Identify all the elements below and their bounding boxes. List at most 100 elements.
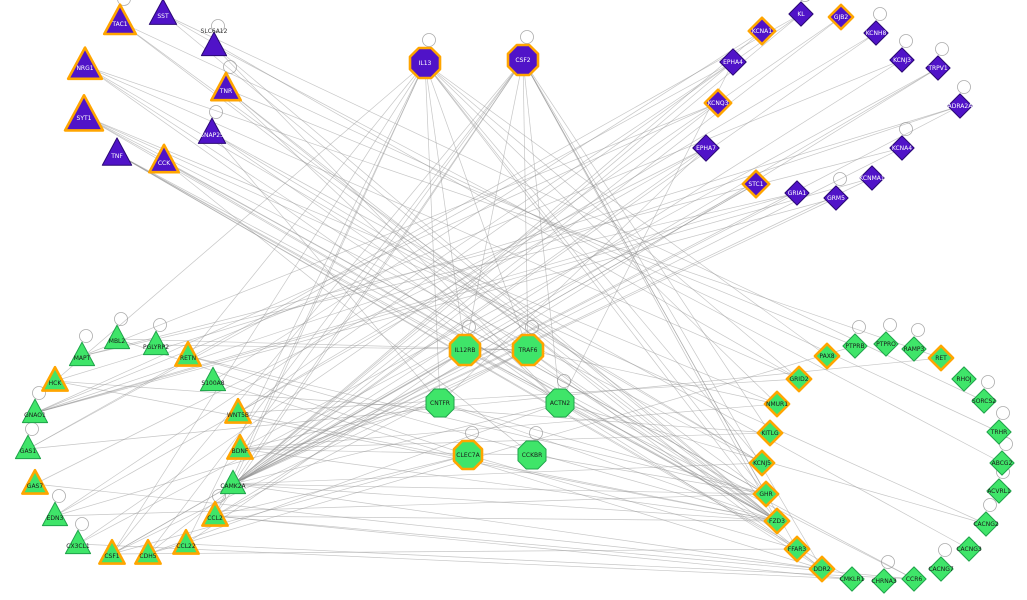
- node-WNT5B[interactable]: WNT5B: [224, 397, 252, 424]
- node-shape-triangle: [219, 469, 247, 495]
- node-shape-octagon: [517, 440, 547, 470]
- self-loop-IL12RB: [462, 320, 476, 334]
- edge-TRAF6-CSF1: [111, 349, 529, 555]
- node-CCKBR[interactable]: CCKBR: [517, 440, 547, 470]
- edge-IL13-TRAF6: [424, 62, 529, 351]
- node-TAC1[interactable]: TAC1: [102, 3, 138, 36]
- edge-IL13-NMUR1: [424, 62, 778, 405]
- node-EDN3[interactable]: EDN3: [41, 501, 69, 527]
- node-GJB2[interactable]: GJB2: [827, 3, 855, 31]
- node-shape-diamond: [827, 3, 855, 31]
- node-ACVRL1[interactable]: ACVRL1: [986, 478, 1012, 504]
- node-KCNH8[interactable]: KCNH8: [863, 20, 889, 46]
- node-RET[interactable]: RET: [927, 344, 955, 372]
- edge-CAMK2A-FZD3: [232, 483, 778, 522]
- node-SYT1[interactable]: SYT1: [63, 94, 105, 132]
- node-PTPRB[interactable]: PTPRB: [842, 333, 868, 359]
- node-GAS1[interactable]: GAS1: [14, 434, 42, 460]
- node-TRPV1[interactable]: TRPV1: [925, 55, 951, 81]
- node-shape-octagon: [448, 333, 482, 367]
- edge-FZD3-CNTFR: [439, 402, 778, 522]
- node-CACNG2[interactable]: CACNG2: [973, 511, 999, 537]
- edge-CSF2-FFAR3: [522, 59, 798, 550]
- node-TNF[interactable]: TNF: [101, 137, 133, 166]
- edge-FZD3-RETN: [187, 355, 778, 522]
- node-SLC6A12[interactable]: SLC6A12: [201, 28, 228, 57]
- node-IL13[interactable]: IL13: [408, 46, 442, 80]
- node-CCR6[interactable]: CCR6: [901, 566, 927, 592]
- node-GRM5[interactable]: GRM5: [823, 185, 849, 211]
- node-SORCS2[interactable]: SORCS2: [971, 388, 997, 414]
- edge-CAMK2A-TRPV1: [232, 67, 939, 485]
- node-ABCG2[interactable]: ABCG2: [989, 450, 1015, 476]
- node-CHRNA3[interactable]: CHRNA3: [871, 568, 897, 594]
- node-CNTFR[interactable]: CNTFR: [425, 388, 455, 418]
- node-NRG1[interactable]: NRG1: [66, 46, 104, 81]
- node-GAS7[interactable]: GAS7: [21, 468, 49, 495]
- node-KCNA4[interactable]: KCNA4: [889, 135, 915, 161]
- edge-GRIA1-MAPT: [81, 192, 798, 357]
- edge-CAMK2A-KCNA4: [232, 147, 903, 485]
- node-TRHR[interactable]: TRHR: [986, 419, 1012, 445]
- edge-CAMK2A-ACTN2: [232, 402, 561, 485]
- edge-FZD3-SNAP25: [211, 132, 778, 522]
- node-KITLG[interactable]: KITLG: [756, 419, 784, 447]
- node-shape-diamond: [788, 1, 814, 27]
- node-shape-triangle: [148, 143, 180, 174]
- node-shape-triangle: [226, 433, 254, 460]
- node-shape-octagon: [408, 46, 442, 80]
- node-ACTN2[interactable]: ACTN2: [545, 388, 575, 418]
- node-HCK[interactable]: HCK: [41, 365, 69, 392]
- node-shape-diamond: [763, 507, 791, 535]
- node-TNR[interactable]: TNR: [210, 71, 242, 102]
- node-CMKLR1[interactable]: CMKLR1: [839, 566, 865, 592]
- node-TRAF6[interactable]: TRAF6: [511, 333, 545, 367]
- edge-CAMK2A-EPHA7: [232, 147, 707, 485]
- node-CACNG3[interactable]: CACNG3: [956, 536, 982, 562]
- node-CSF2[interactable]: CSF2: [506, 43, 540, 77]
- node-SST[interactable]: SST: [148, 0, 178, 25]
- node-KCNQ3[interactable]: KCNQ3: [703, 88, 733, 118]
- node-S100A8[interactable]: S100A8: [199, 366, 227, 392]
- self-loop-KL: [800, 0, 810, 2]
- node-KCNJ3[interactable]: KCNJ3: [889, 47, 915, 73]
- edge-IL12RB-CCR6: [464, 349, 915, 580]
- edge-CAMK2A-GHR: [232, 483, 767, 495]
- node-KCNMA1[interactable]: KCNMA1: [859, 165, 885, 191]
- self-loop-layer: [25, 0, 1013, 569]
- edge-IL13-GRID2: [424, 62, 800, 380]
- edge-CCKBR-BDNF: [239, 448, 533, 456]
- node-CCL22[interactable]: CCL22: [172, 528, 200, 555]
- node-CLEC7A[interactable]: CLEC7A: [452, 439, 484, 471]
- node-CDH5[interactable]: CDH5: [134, 538, 162, 565]
- edge-CAMK2A-KCNH8: [232, 32, 877, 485]
- node-EPHA4[interactable]: EPHA4: [719, 48, 747, 76]
- self-loop-MBL2: [114, 312, 128, 326]
- edge-CSF1-FFAR3: [111, 548, 798, 555]
- node-CX3CL1[interactable]: CX3CL1: [64, 529, 92, 555]
- self-loop-CSF2: [520, 30, 534, 44]
- edge-MBL2-CLEC7A: [116, 338, 469, 456]
- node-CCK[interactable]: CCK: [148, 143, 180, 174]
- node-IL12RB[interactable]: IL12RB: [448, 333, 482, 367]
- edge-IL13-CCL22: [185, 62, 426, 545]
- node-MBL2[interactable]: MBL2: [103, 324, 131, 350]
- edge-CSF2-TRAF6: [522, 59, 529, 351]
- edge-ACTN2-CDH5: [147, 402, 561, 555]
- node-PTPRO[interactable]: PTPRO: [873, 331, 899, 357]
- node-KCNA1[interactable]: KCNA1: [747, 16, 777, 46]
- edge-CNTFR-BDNF: [239, 402, 441, 450]
- node-shape-diamond: [956, 536, 982, 562]
- edge-CCL2-CCR6: [214, 515, 915, 580]
- edge-CAMK2A-KCNJ5: [232, 462, 763, 485]
- node-SNAP25[interactable]: SNAP25: [197, 117, 227, 144]
- edge-IL13-PAX8: [424, 62, 828, 357]
- node-GRID2[interactable]: GRID2: [785, 365, 813, 393]
- self-loop-ACTN2: [557, 374, 571, 388]
- node-ADRA2A[interactable]: ADRA2A: [947, 93, 974, 119]
- edge-CLEC7A-CCL2: [214, 454, 469, 517]
- node-RAMP3[interactable]: RAMP3: [901, 336, 927, 362]
- node-CACNG7[interactable]: CACNG7: [928, 556, 954, 582]
- node-KL[interactable]: KL: [788, 1, 814, 27]
